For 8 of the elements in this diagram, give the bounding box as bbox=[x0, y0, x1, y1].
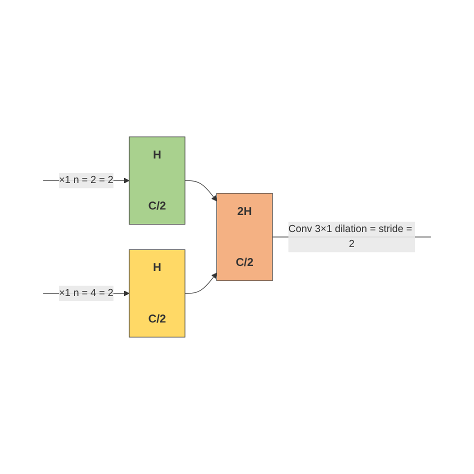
node-box: H C/2 bbox=[128, 249, 186, 338]
edge-label: Conv 3×1 dilation = stride = 2 bbox=[288, 224, 412, 250]
node-box: H C/2 bbox=[128, 136, 186, 225]
edge-label: ×1 n = 2 = 2 bbox=[58, 174, 114, 186]
arrow bbox=[184, 272, 217, 294]
node-box: 2H C/2 bbox=[216, 192, 273, 282]
arrow bbox=[184, 180, 217, 202]
edge-label: ×1 n = 4 = 2 bbox=[58, 288, 114, 298]
